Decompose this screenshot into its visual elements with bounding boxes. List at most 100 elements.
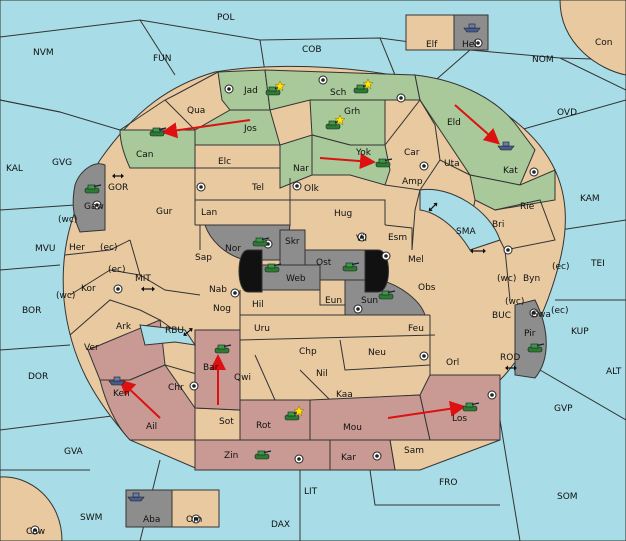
province-label: Mou (343, 423, 362, 433)
supply-center-icon (353, 304, 363, 314)
sea-label: RBU (165, 326, 184, 336)
coast-label: (wc) (58, 215, 77, 225)
province-label: Nar (293, 164, 309, 174)
double-arrow-icon (112, 173, 124, 179)
sea-label: Con (595, 38, 613, 48)
supply-center-icon (529, 167, 539, 177)
sea-label: SOM (557, 492, 578, 502)
province-skr[interactable] (279, 229, 306, 266)
sea-label: NVM (33, 48, 54, 58)
province-gaw[interactable] (72, 163, 106, 233)
province-nor[interactable] (204, 224, 291, 261)
province-label: Olk (304, 184, 320, 194)
province-label: Aba (143, 515, 160, 525)
province-label: Esm (388, 233, 407, 243)
coast-label: (ec) (552, 262, 570, 272)
sea-label: BOR (22, 306, 41, 316)
province-label: Eld (447, 118, 461, 128)
province-dark-west (238, 249, 263, 293)
province-kar[interactable] (329, 439, 396, 471)
sea-label: MVU (35, 244, 56, 254)
province-label: Ail (146, 422, 157, 432)
double-arrow-icon (505, 365, 517, 371)
province-label: Obs (418, 283, 436, 293)
sea-label: KUP (571, 327, 589, 337)
province-label: Mel (408, 255, 424, 265)
province-dark-east (364, 249, 389, 293)
sea-sma-channel[interactable] (419, 188, 501, 251)
province-label: Ver (84, 343, 99, 353)
province-label: Car (404, 148, 420, 158)
province-label: Chr (168, 383, 184, 393)
province-label: Vil (356, 234, 367, 244)
sea-label: Cow (26, 527, 45, 537)
province-eun[interactable] (319, 279, 346, 306)
sea-label: KAL (6, 164, 23, 174)
province-label: Elf (426, 40, 438, 50)
province-label: Hil (252, 300, 264, 310)
sea-label: GOR (108, 183, 128, 193)
sea-label: SWM (80, 513, 102, 523)
province-label: Rie (520, 202, 535, 212)
province-label: Sch (330, 88, 346, 98)
province-label: Jos (243, 124, 257, 134)
province-pir[interactable] (514, 299, 547, 379)
province-label: Hug (334, 209, 352, 219)
province-label: Grh (344, 107, 360, 117)
province-label: Bar (203, 363, 219, 373)
province-label: Ken (113, 389, 130, 399)
province-label: Chp (299, 347, 317, 357)
province-label: Sun (361, 296, 378, 306)
sea-label: KAM (580, 194, 600, 204)
province-label: Orn (186, 515, 202, 525)
province-label: Jad (243, 86, 258, 96)
province-label: Uta (444, 159, 460, 169)
double-arrow-icon (141, 286, 155, 292)
province-label: Rot (256, 421, 271, 431)
sea-label: FUN (153, 54, 172, 64)
province-label: Tel (251, 183, 264, 193)
province-label: Nor (225, 244, 241, 254)
province-label: Ark (116, 322, 132, 332)
province-label: Gur (156, 207, 173, 217)
province-label: Uru (254, 324, 270, 334)
province-label: Feu (408, 324, 424, 334)
sea-labels: POL NVM FUN COB NOM Con OVD KAL GVG KAM … (6, 13, 622, 537)
province-label: Ost (316, 258, 332, 268)
coast-label: (ec) (108, 265, 126, 275)
province-label: Kar (341, 453, 356, 463)
sea-label: ALT (606, 367, 622, 377)
sea-label: FRO (439, 478, 458, 488)
coast-label: (wc) (56, 291, 75, 301)
province-label: Sot (219, 417, 234, 427)
province-label: Nog (213, 304, 231, 314)
province-label: Qua (187, 106, 205, 116)
province-label: Sam (404, 446, 424, 456)
province-label: Nil (316, 369, 328, 379)
province-label: Amp (402, 177, 423, 187)
province-label: Can (136, 150, 154, 160)
province-label: Gwa (531, 310, 551, 320)
province-label: Kaa (336, 390, 353, 400)
sea-label: TEI (590, 259, 605, 269)
province-label: Web (286, 274, 306, 284)
province-mou[interactable] (309, 394, 431, 441)
sea-label: OVD (557, 108, 577, 118)
order-arrows (119, 104, 501, 419)
double-arrow-icons (112, 173, 517, 371)
province-label: Skr (285, 237, 300, 247)
province-label: Bri (492, 220, 504, 230)
supply-center-icon (419, 351, 429, 361)
province-label: Gaw (84, 202, 104, 212)
province-rot[interactable] (239, 399, 311, 441)
province-label: Neu (368, 348, 386, 358)
supply-center-icon (196, 182, 206, 192)
province-elf[interactable] (405, 14, 455, 51)
sea-rbu-channel[interactable] (139, 324, 197, 346)
supply-center-icon (224, 84, 234, 94)
province-label: Byn (523, 274, 540, 284)
supply-center-icon (294, 454, 304, 464)
province-label: Sap (195, 253, 212, 263)
province-label: Elc (218, 157, 231, 167)
